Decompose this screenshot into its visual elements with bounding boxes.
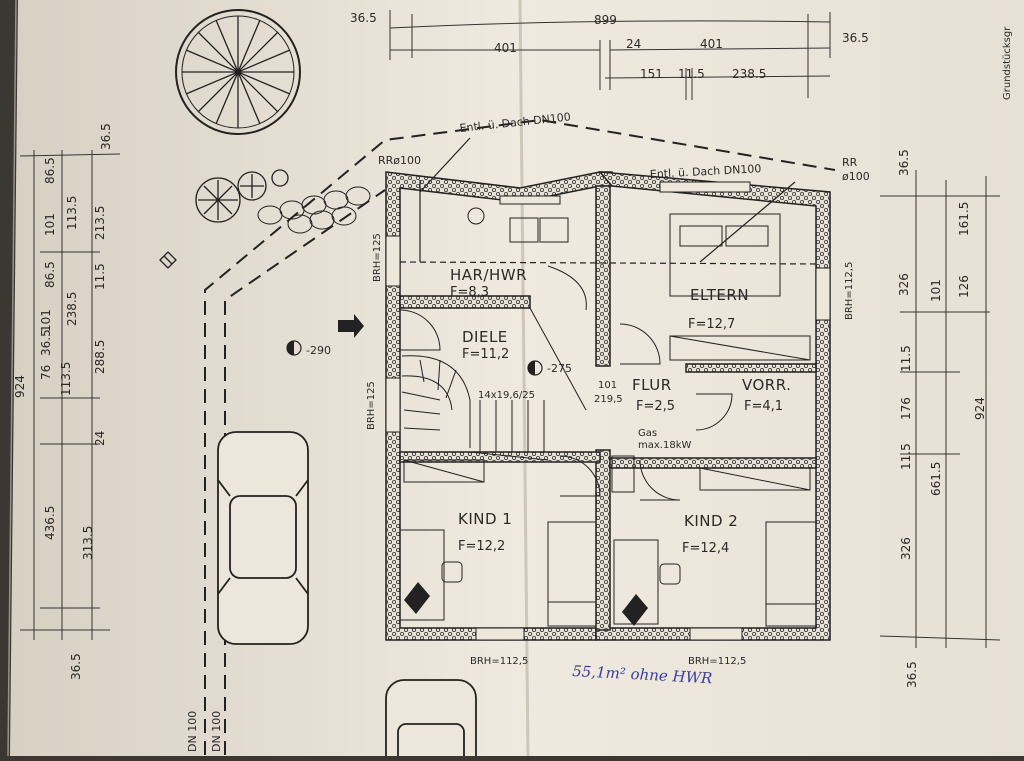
dim-right-room: 401 xyxy=(700,37,723,51)
shrub-symbols xyxy=(159,169,289,269)
annotation-rr-left: RRø100 xyxy=(378,154,421,167)
dim-left-t12: 113.5 xyxy=(59,362,73,396)
annotation-rr-right-b: ø100 xyxy=(842,170,870,183)
room-kind1-name: KIND 1 xyxy=(458,510,512,528)
room-kind1-area: F=12,2 xyxy=(458,539,505,554)
dim-left-t8: 238.5 xyxy=(65,292,79,326)
annotation-entl-right: Entl. ü. Dach DN100 xyxy=(649,162,761,181)
entrance-arrow-icon xyxy=(338,314,364,338)
dim-left-t16: 313.5 xyxy=(81,526,95,560)
window-openings xyxy=(385,181,831,641)
top-dimensions xyxy=(389,10,831,100)
dim-right-r3: 326 xyxy=(897,273,911,296)
gas-label-a: Gas xyxy=(638,428,657,439)
dim-left-total: 924 xyxy=(13,375,27,398)
dim-left-t3: 101 xyxy=(43,213,57,236)
room-har-name: HAR/HWR xyxy=(450,266,527,284)
right-dimensions xyxy=(879,170,1001,648)
room-diele-area: F=11,2 xyxy=(462,347,509,362)
annotation-brh-bottom-left: BRH=112,5 xyxy=(470,656,528,667)
dim-middle-wall: 24 xyxy=(626,37,641,51)
dim-left-t11: 36.5 xyxy=(39,329,53,356)
room-kind2-area: F=12,4 xyxy=(682,541,729,556)
dim-right-r7: 176 xyxy=(899,397,913,420)
dim-left-room: 401 xyxy=(494,41,517,55)
dim-sub-a: 151 xyxy=(640,67,663,81)
dn-label-b: DN 100 xyxy=(210,711,223,752)
annotation-brh-left-mid: BRH=125 xyxy=(366,381,377,430)
dim-left-t1: 36.5 xyxy=(99,123,113,150)
dim-left-t6: 86.5 xyxy=(43,261,57,288)
side-text: Grundstücksgr xyxy=(1002,26,1013,100)
dim-right-r8: 11.5 xyxy=(899,443,913,470)
annotation-brh-bottom-right: BRH=112,5 xyxy=(688,656,746,667)
annotation-rr-right-a: RR xyxy=(842,156,858,169)
room-vorr-name: VORR. xyxy=(742,376,791,394)
annotation-brh-right: BRH=112,5 xyxy=(844,262,855,320)
dim-left-t5: 213.5 xyxy=(93,206,107,240)
left-dimensions xyxy=(19,150,121,640)
dim-right-r10: 924 xyxy=(973,397,987,420)
room-flur-name: FLUR xyxy=(632,376,672,394)
room-kind2-name: KIND 2 xyxy=(684,512,738,530)
dim-right-r5: 126 xyxy=(957,275,971,298)
dim-right-r9: 661.5 xyxy=(929,462,943,496)
room-vorr-area: F=4,1 xyxy=(744,399,783,414)
dim-sub-b: 11.5 xyxy=(678,67,705,81)
dim-right-r12: 36.5 xyxy=(905,661,919,688)
drain-lines xyxy=(399,137,821,265)
door-dim-a: 101 xyxy=(598,380,617,391)
door-dim-b: 219,5 xyxy=(594,394,623,405)
level-marker-inside xyxy=(527,360,543,376)
room-diele-name: DIELE xyxy=(462,328,508,346)
dim-right-r6: 11.5 xyxy=(899,345,913,372)
dim-top-left: 36.5 xyxy=(350,11,377,25)
desk-laptop-icons xyxy=(404,582,648,626)
dn-label-a: DN 100 xyxy=(186,711,199,752)
dim-left-t7: 101 xyxy=(39,309,53,332)
dim-left-t15: 436.5 xyxy=(43,506,57,540)
dim-sub-c: 238.5 xyxy=(732,67,766,81)
gas-label-b: max.18kW xyxy=(638,440,691,451)
roof-outline xyxy=(204,118,836,755)
annotation-brh-left-top: BRH=125 xyxy=(372,233,383,282)
paper-sheet xyxy=(10,0,1024,756)
car-symbol-lower xyxy=(385,679,477,761)
stairs-label: 14x19,6/25 xyxy=(478,390,535,401)
dim-top-right: 36.5 xyxy=(842,31,869,45)
dim-left-t17: 36.5 xyxy=(69,653,83,680)
room-har-area: F=8,3 xyxy=(450,285,489,300)
furniture xyxy=(399,207,817,627)
hedge-row xyxy=(257,186,371,234)
dim-left-t14: 24 xyxy=(93,431,107,446)
room-eltern-area: F=12,7 xyxy=(688,317,735,332)
dim-right-r1: 36.5 xyxy=(897,149,911,176)
tree-symbol xyxy=(175,9,301,135)
level-inside-label: -275 xyxy=(547,362,572,375)
staircase xyxy=(401,355,549,461)
dim-right-r4: 101 xyxy=(929,279,943,302)
room-flur-area: F=2,5 xyxy=(636,399,675,414)
car-symbol-upper xyxy=(217,431,309,645)
dim-right-r2: 161.5 xyxy=(957,202,971,236)
level-marker-outside xyxy=(286,340,302,356)
dim-left-t9: 11.5 xyxy=(93,263,107,290)
dim-top-total: 899 xyxy=(594,13,617,27)
room-eltern-name: ELTERN xyxy=(690,286,749,304)
dim-left-t10: 76 xyxy=(39,365,53,380)
dim-left-t2: 86.5 xyxy=(43,157,57,184)
dim-right-r11: 326 xyxy=(899,537,913,560)
level-outside-label: -290 xyxy=(306,344,331,357)
dim-left-t13: 288.5 xyxy=(93,340,107,374)
dim-left-t4: 113.5 xyxy=(65,196,79,230)
door-swings xyxy=(399,265,733,501)
